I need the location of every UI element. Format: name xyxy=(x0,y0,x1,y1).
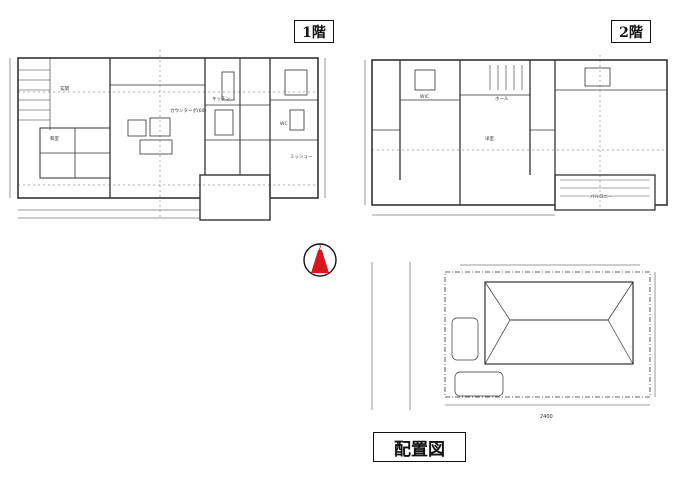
second-floor-labels: WIC 洋室 ホール バルコニー xyxy=(420,94,613,200)
room-label: WC xyxy=(280,121,288,127)
north-arrow-icon xyxy=(311,244,329,273)
second-floor-title: 2階 xyxy=(611,20,651,43)
first-floor-labels: カウンターポ(60) キッチン 玄関 WC 和室 ミッシュー xyxy=(50,85,313,160)
site-plan xyxy=(371,262,656,410)
site-dimension-label: 2400 xyxy=(540,414,553,420)
room-label: ホール xyxy=(495,96,509,102)
room-label: 和室 xyxy=(50,135,59,142)
second-floor-plan xyxy=(364,55,668,216)
room-label: カウンターポ(60) xyxy=(170,107,206,114)
room-label: キッチン xyxy=(212,96,230,102)
north-letter: N xyxy=(317,245,322,252)
room-label: 玄関 xyxy=(60,85,69,92)
room-label: ミッシュー xyxy=(290,155,313,160)
room-label: 洋室 xyxy=(485,135,494,142)
site-plan-title: 配置図 xyxy=(373,432,466,462)
first-floor-plan xyxy=(9,50,326,221)
north-compass: N xyxy=(303,243,337,277)
first-floor-title: 1階 xyxy=(294,20,334,43)
room-label: バルコニー xyxy=(590,194,613,200)
room-label: WIC xyxy=(420,94,429,100)
